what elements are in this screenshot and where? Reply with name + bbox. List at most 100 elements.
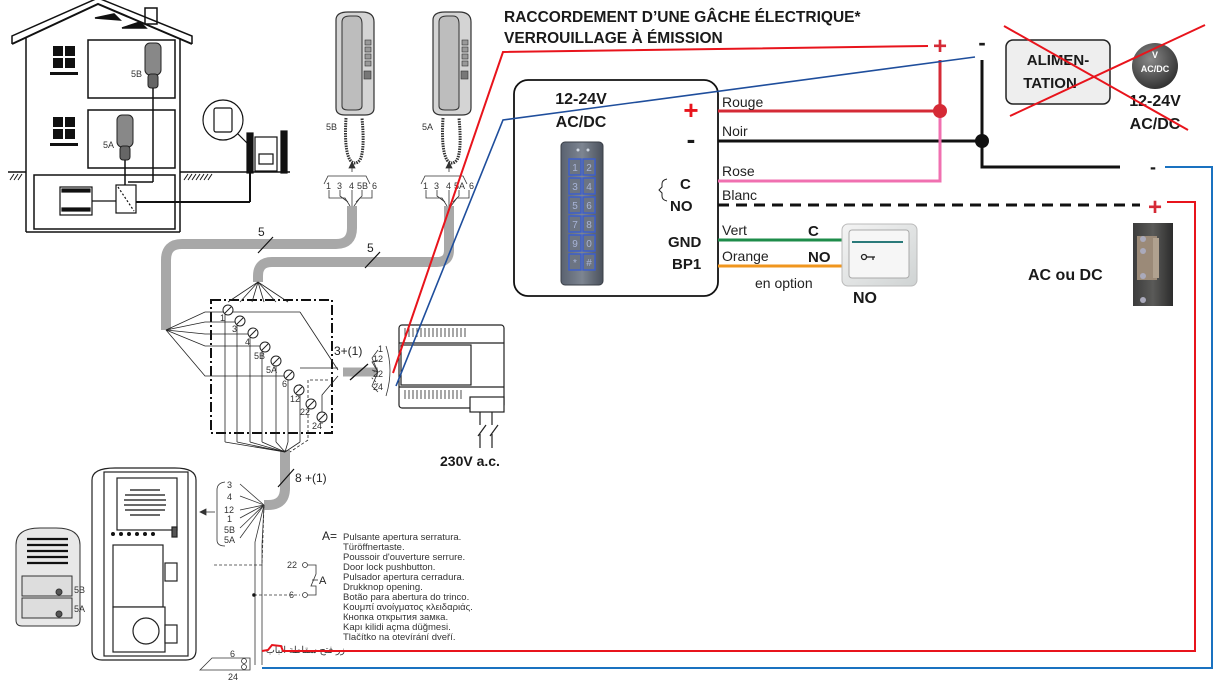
legend-line: Botão para abertura do trinco. bbox=[343, 592, 469, 603]
handset-5b-terminals: 1 3 4 5B 6 bbox=[326, 181, 377, 191]
junction-terminal-label: 4 bbox=[245, 337, 250, 347]
pushbutton-type-label: NO bbox=[853, 290, 877, 307]
power-terminal-bracket bbox=[371, 345, 391, 397]
panel-terminal-label: 4 bbox=[227, 492, 232, 502]
handset-5a-terminals: 1 3 4 5A 6 bbox=[423, 181, 474, 191]
house-basement-devices bbox=[59, 148, 251, 216]
cable-label-5a: 5 bbox=[367, 241, 374, 255]
house-gate bbox=[202, 99, 288, 174]
house-windows bbox=[50, 46, 78, 146]
house-handset-upper-label: 5B bbox=[131, 69, 142, 79]
junction-box: 1 3 4 5B 5A 6 12 22 24 bbox=[165, 281, 339, 453]
lock-terminal-label: 24 bbox=[228, 672, 238, 682]
house-handset-upper: 5B bbox=[128, 42, 162, 183]
panel-terminal-label: 5A bbox=[224, 535, 235, 545]
keypad-voltage-line2: AC/DC bbox=[556, 114, 607, 131]
wire-label-noir: Noir bbox=[722, 123, 748, 139]
terminal-label: 6 bbox=[469, 181, 474, 191]
keypad-key-label: 0 bbox=[586, 239, 592, 250]
handset-5b-label: 5B bbox=[326, 122, 337, 132]
keypad-wires bbox=[718, 60, 1140, 268]
handset-5a: 5A bbox=[422, 11, 472, 165]
switch-label: A bbox=[319, 575, 327, 587]
keypad-key bbox=[568, 215, 582, 233]
keypad-key-label: 3 bbox=[572, 182, 578, 193]
panel-terminal-label: 3 bbox=[227, 480, 232, 490]
legend: A= Pulsante apertura serratura. Türöffne… bbox=[266, 529, 473, 656]
keypad-minus-sign: - bbox=[687, 124, 696, 154]
title-line-2: VERROUILLAGE À ÉMISSION bbox=[504, 30, 723, 47]
panel-terminal-bracket bbox=[199, 481, 318, 665]
keypad-key-label: 9 bbox=[572, 239, 578, 250]
acdc-badge-top: V bbox=[1152, 50, 1158, 60]
legend-line: Pulsante apertura serratura. bbox=[343, 532, 461, 543]
keypad-key bbox=[568, 253, 582, 271]
power-block-crossed: ALIMEN- TATION V AC/DC 12-24V AC/DC bbox=[1003, 24, 1206, 133]
top-terminal-plus: + bbox=[933, 33, 947, 60]
power-terminal-label: 24 bbox=[373, 382, 383, 392]
wire-label-orange: Orange bbox=[722, 248, 769, 264]
pushbutton-option-label: en option bbox=[755, 275, 813, 291]
terminal-label: 4 bbox=[349, 181, 354, 191]
junction-terminal-label: 1 bbox=[220, 313, 225, 323]
keypad-key bbox=[568, 196, 582, 214]
junction-dot-minus bbox=[975, 134, 989, 148]
junction-terminal-label: 5B bbox=[254, 351, 265, 361]
keypad-key-label: 6 bbox=[586, 201, 592, 212]
outdoor-panel-interior bbox=[91, 467, 197, 661]
power-terminal-label: 1 bbox=[378, 344, 383, 354]
handset-5b: 5B bbox=[326, 11, 375, 165]
keypad-key-label: 1 bbox=[572, 163, 578, 174]
panel-terminal-label: 5B bbox=[224, 525, 235, 535]
power-label-line1: ALIMEN- bbox=[1027, 52, 1090, 69]
keypad-plus-sign: + bbox=[683, 95, 698, 125]
panel-button-label-5b: 5B bbox=[74, 585, 85, 595]
panel-terminal-label: 12 bbox=[224, 505, 234, 515]
junction-terminal-label: 24 bbox=[312, 421, 322, 431]
keypad-key bbox=[582, 196, 596, 214]
wire-rose bbox=[718, 111, 942, 183]
wire-label-rose: Rose bbox=[722, 163, 755, 179]
keypad-key bbox=[582, 215, 596, 233]
handset-5b-terminal-strip bbox=[323, 161, 373, 207]
handset-5a-terminal-strip bbox=[420, 161, 470, 207]
keypad-key bbox=[568, 177, 582, 195]
panel-terminal-label: 1 bbox=[227, 514, 232, 524]
cable-count-marks bbox=[257, 236, 381, 488]
keypad-key-label: 5 bbox=[572, 201, 578, 212]
junction-terminal-label: 3 bbox=[232, 324, 237, 334]
mains-voltage-label: 230V a.c. bbox=[440, 453, 500, 469]
wire-label-rouge: Rouge bbox=[722, 94, 763, 110]
keypad-key bbox=[568, 234, 582, 252]
switch-terminal-label: 22 bbox=[287, 560, 297, 570]
legend-line: Türöffnertaste. bbox=[343, 542, 405, 553]
exit-pushbutton: C NO en option NO bbox=[755, 223, 918, 307]
legend-line: Door lock pushbutton. bbox=[343, 562, 435, 573]
keypad-key-label: 2 bbox=[586, 163, 592, 174]
legend-line: Pulsador apertura cerradura. bbox=[343, 572, 464, 583]
legend-line: Kapı kilidi açma düğmesi. bbox=[343, 622, 451, 633]
junction-terminal-label: 5A bbox=[266, 365, 277, 375]
lock-terminal-label: 6 bbox=[230, 649, 235, 659]
ground-hatch bbox=[9, 173, 213, 181]
intercom-power-supply bbox=[398, 324, 505, 448]
strike-label: AC ou DC bbox=[1028, 267, 1103, 284]
power-voltage-line1: 12-24V bbox=[1129, 93, 1181, 110]
keypad-key bbox=[582, 158, 596, 176]
terminal-label: 6 bbox=[372, 181, 377, 191]
keypad-key-label: # bbox=[586, 258, 592, 269]
switch-terminal-label: 6 bbox=[289, 590, 294, 600]
terminal-label: 3 bbox=[434, 181, 439, 191]
house-handset-lower: 5A bbox=[103, 114, 134, 185]
terminal-label: 1 bbox=[326, 181, 331, 191]
keypad-key-label: * bbox=[573, 258, 577, 269]
legend-line: Drukknop opening. bbox=[343, 582, 423, 593]
legend-line: Tlačítko na otevírání dveří. bbox=[343, 632, 455, 643]
key-icon bbox=[860, 253, 875, 261]
keypad-gnd-label: GND bbox=[668, 234, 702, 251]
keypad-key-label: 4 bbox=[586, 182, 592, 193]
red-wire-strike-to-panel bbox=[261, 201, 1196, 652]
